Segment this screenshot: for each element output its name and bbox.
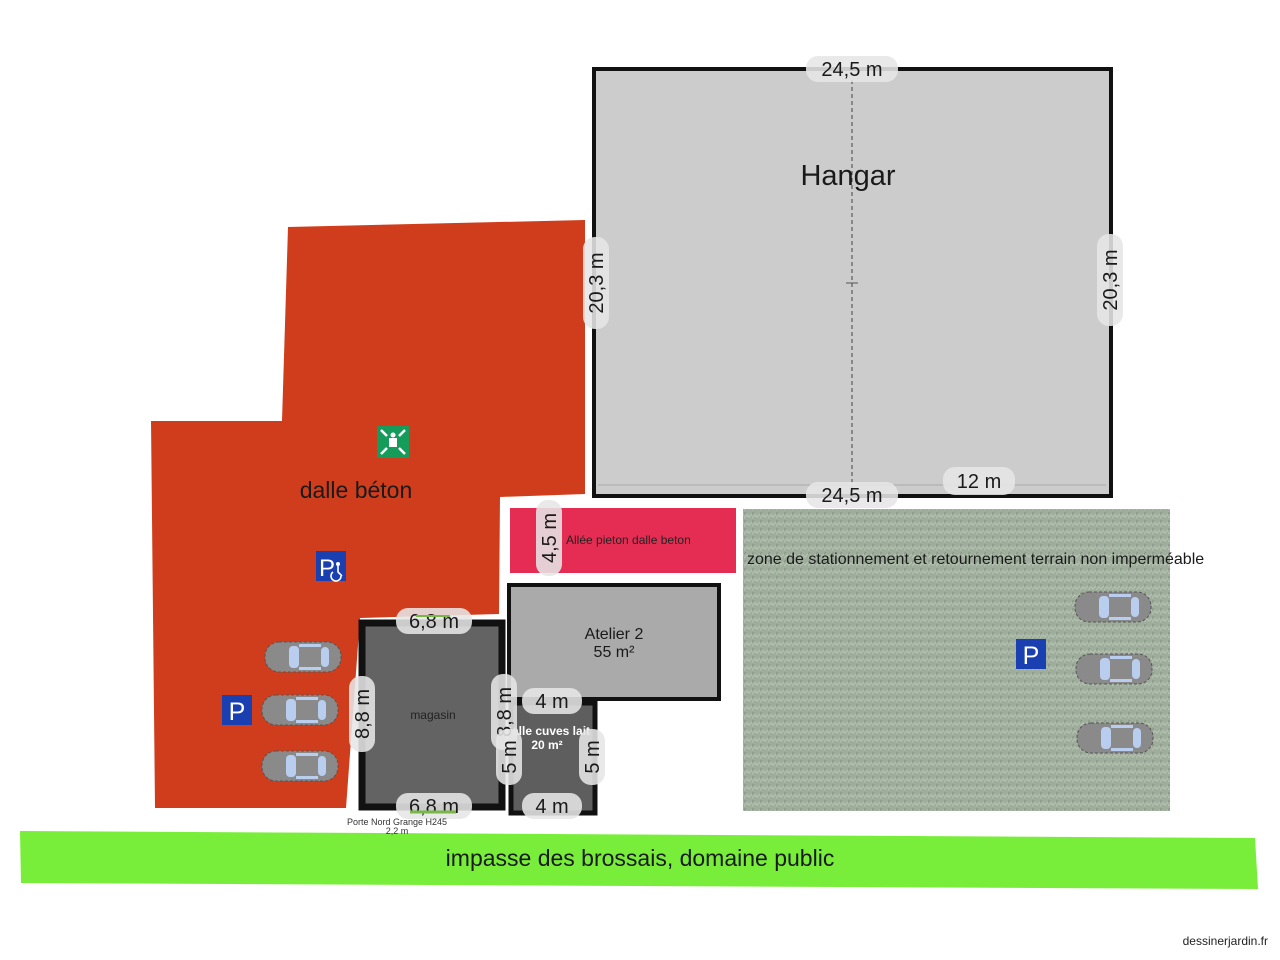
accessible-parking-icon: P	[316, 551, 346, 582]
car-icon	[1076, 722, 1154, 754]
svg-text:P: P	[229, 698, 246, 726]
atelier-2-area: 55 m²	[594, 644, 636, 661]
magasin-dim-bottom: 6,8 m	[396, 793, 472, 819]
parking-sign-left-icon: P	[222, 695, 252, 726]
magasin-dim-top: 6,8 m	[396, 608, 472, 634]
atelier-2-label: Atelier 2	[585, 626, 644, 643]
allee-pieton-label: Allée pieton dalle beton	[566, 533, 691, 547]
hangar-dim-bottom: 24,5 m	[806, 482, 898, 508]
car-icon	[261, 750, 339, 782]
cuves-dim-left: 5 m	[496, 729, 522, 785]
door-label: Porte Nord Grange H245	[347, 817, 447, 827]
watermark: dessinerjardin.fr	[1182, 934, 1268, 948]
car-icon	[1075, 653, 1153, 685]
hangar-dim-right: 20,3 m	[1097, 234, 1123, 326]
svg-text:8,8 m: 8,8 m	[494, 687, 516, 737]
hangar-label: Hangar	[800, 160, 895, 192]
svg-text:P: P	[1023, 642, 1040, 670]
allee-dim: 4,5 m	[536, 500, 562, 576]
svg-text:6,8 m: 6,8 m	[409, 611, 459, 633]
svg-text:5 m: 5 m	[499, 740, 521, 773]
dalle-beton-label: dalle béton	[300, 477, 413, 503]
parking-zone-label: zone de stationnement et retournement te…	[747, 551, 1204, 568]
car-icon	[1074, 591, 1152, 623]
salle-cuves-area: 20 m²	[531, 738, 562, 752]
svg-text:4 m: 4 m	[535, 691, 568, 713]
svg-text:8,8 m: 8,8 m	[352, 689, 374, 739]
hangar-dim-top: 24,5 m	[806, 56, 898, 82]
dalle-beton-area	[151, 220, 585, 808]
svg-text:P: P	[319, 555, 335, 582]
car-icon	[261, 694, 339, 726]
car-icon	[264, 641, 342, 673]
door-width: 2,2 m	[386, 826, 409, 836]
svg-text:12 m: 12 m	[957, 471, 1001, 493]
road-label: impasse des brossais, domaine public	[446, 845, 835, 871]
atelier-2-building	[507, 583, 721, 701]
cuves-dim-bottom: 4 m	[522, 793, 582, 819]
svg-text:24,5 m: 24,5 m	[821, 59, 882, 81]
svg-text:24,5 m: 24,5 m	[821, 485, 882, 507]
svg-text:20,3 m: 20,3 m	[1100, 249, 1122, 310]
assembly-point-icon	[377, 426, 409, 458]
magasin-label: magasin	[410, 708, 455, 722]
parking-sign-right-icon: P	[1016, 639, 1046, 670]
road-area	[20, 831, 1258, 889]
magasin-dim-left: 8,8 m	[349, 676, 375, 752]
svg-text:4 m: 4 m	[535, 796, 568, 818]
svg-text:4,5 m: 4,5 m	[539, 513, 561, 563]
cuves-dim-top: 4 m	[522, 688, 582, 714]
svg-text:20,3 m: 20,3 m	[586, 252, 608, 313]
salle-cuves-label: Salle cuves lait	[504, 724, 590, 738]
hangar-dim-inner: 12 m	[943, 467, 1015, 495]
hangar-dim-left: 20,3 m	[583, 237, 609, 329]
svg-text:6,8 m: 6,8 m	[409, 796, 459, 818]
cuves-dim-right: 5 m	[579, 729, 605, 785]
svg-text:5 m: 5 m	[582, 740, 604, 773]
